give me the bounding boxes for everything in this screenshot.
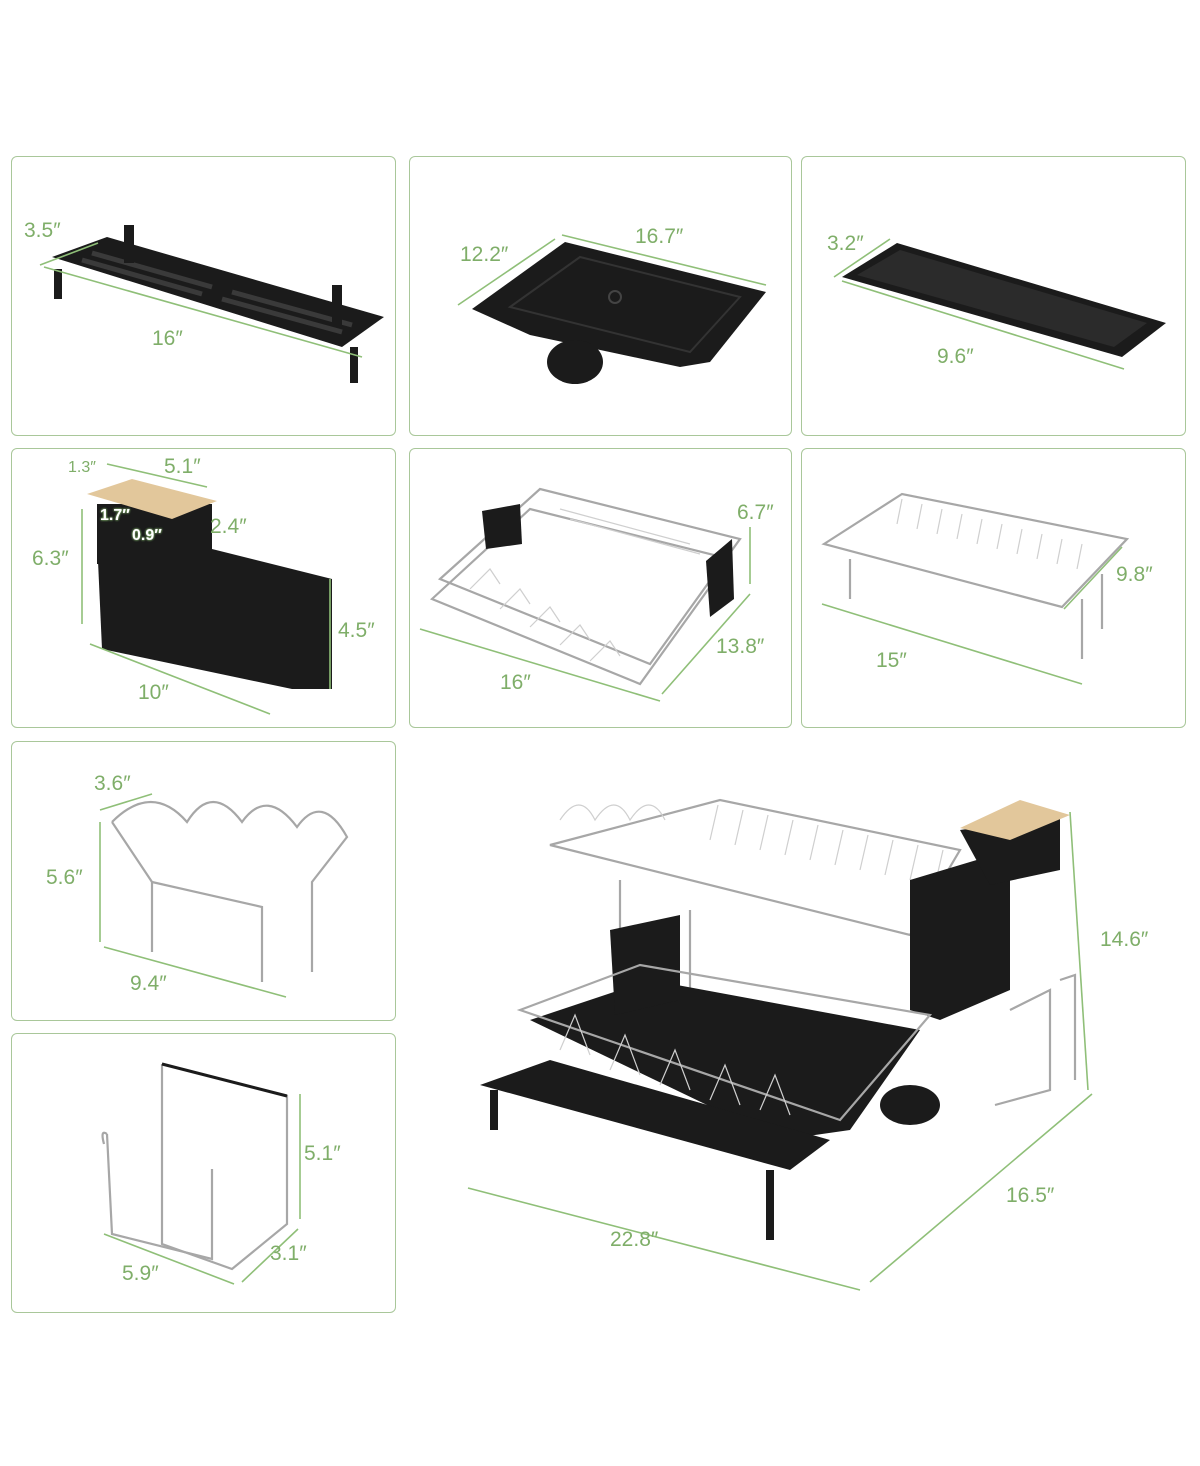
cutting-board-holder-drawing: [101, 1062, 301, 1285]
utensil-holder-drawing: [81, 463, 332, 715]
drain-board-drawing: [457, 234, 767, 384]
dimension-label: 3.2″: [827, 232, 864, 255]
dimension-label: 16″: [152, 327, 183, 350]
assembled-rack: 14.6″ 16.5″ 22.8″: [450, 760, 1190, 1320]
panel-drain-tray-long: 3.5″ 16″: [11, 156, 396, 436]
assembled-rack-drawing: [467, 798, 1093, 1291]
dimension-label: 13.8″: [716, 635, 765, 658]
dimension-label: 9.8″: [1116, 563, 1153, 586]
dimension-label: 6.3″: [32, 547, 69, 570]
dimension-label: 16.7″: [635, 225, 684, 248]
drain-tray-long-drawing: [39, 225, 384, 383]
small-drain-tray-drawing: [833, 238, 1166, 370]
dimension-label: 3.5″: [24, 219, 61, 242]
dimension-label: 6.7″: [737, 501, 774, 524]
dimension-label: 4.5″: [338, 619, 375, 642]
dimension-label: 15″: [876, 649, 907, 672]
cup-holder-drawing: [99, 793, 349, 998]
dimension-label: 5.9″: [122, 1262, 159, 1285]
dimension-label: 14.6″: [1100, 928, 1149, 951]
dimension-label: 9.4″: [130, 972, 167, 995]
dimension-label: 12.2″: [460, 243, 509, 266]
panel-drain-board: 12.2″ 16.7″: [409, 156, 792, 436]
panel-utensil-holder: 1.3″ 5.1″ 1.7″ 0.9″ 2.4″ 6.3″ 4.5″ 10″: [11, 448, 396, 728]
panel-lower-basket: 6.7″ 13.8″ 16″: [409, 448, 792, 728]
dimension-label: 1.7″: [100, 507, 130, 524]
dimension-label: 16.5″: [1006, 1184, 1055, 1207]
panel-upper-dish-rack: 9.8″ 15″: [801, 448, 1186, 728]
lower-basket-drawing: [419, 487, 751, 702]
dimension-label: 5.1″: [164, 455, 201, 478]
dimension-label: 0.9″: [132, 527, 162, 544]
panel-cup-holder: 3.6″ 5.6″ 9.4″: [11, 741, 396, 1021]
dimension-label: 5.1″: [304, 1142, 341, 1165]
dimension-label: 9.6″: [937, 345, 974, 368]
panel-small-drain-tray: 3.2″ 9.6″: [801, 156, 1186, 436]
upper-dish-rack-drawing: [821, 492, 1130, 685]
dimension-label: 1.3″: [68, 459, 96, 476]
panel-cutting-board-holder: 5.1″ 3.1″ 5.9″: [11, 1033, 396, 1313]
dimension-label: 22.8″: [610, 1228, 659, 1251]
dimension-label: 5.6″: [46, 866, 83, 889]
dimension-label: 10″: [138, 681, 169, 704]
dimension-label: 16″: [500, 671, 531, 694]
dimension-label: 3.6″: [94, 772, 131, 795]
dimension-label: 3.1″: [270, 1242, 307, 1265]
dimension-label: 2.4″: [210, 515, 247, 538]
